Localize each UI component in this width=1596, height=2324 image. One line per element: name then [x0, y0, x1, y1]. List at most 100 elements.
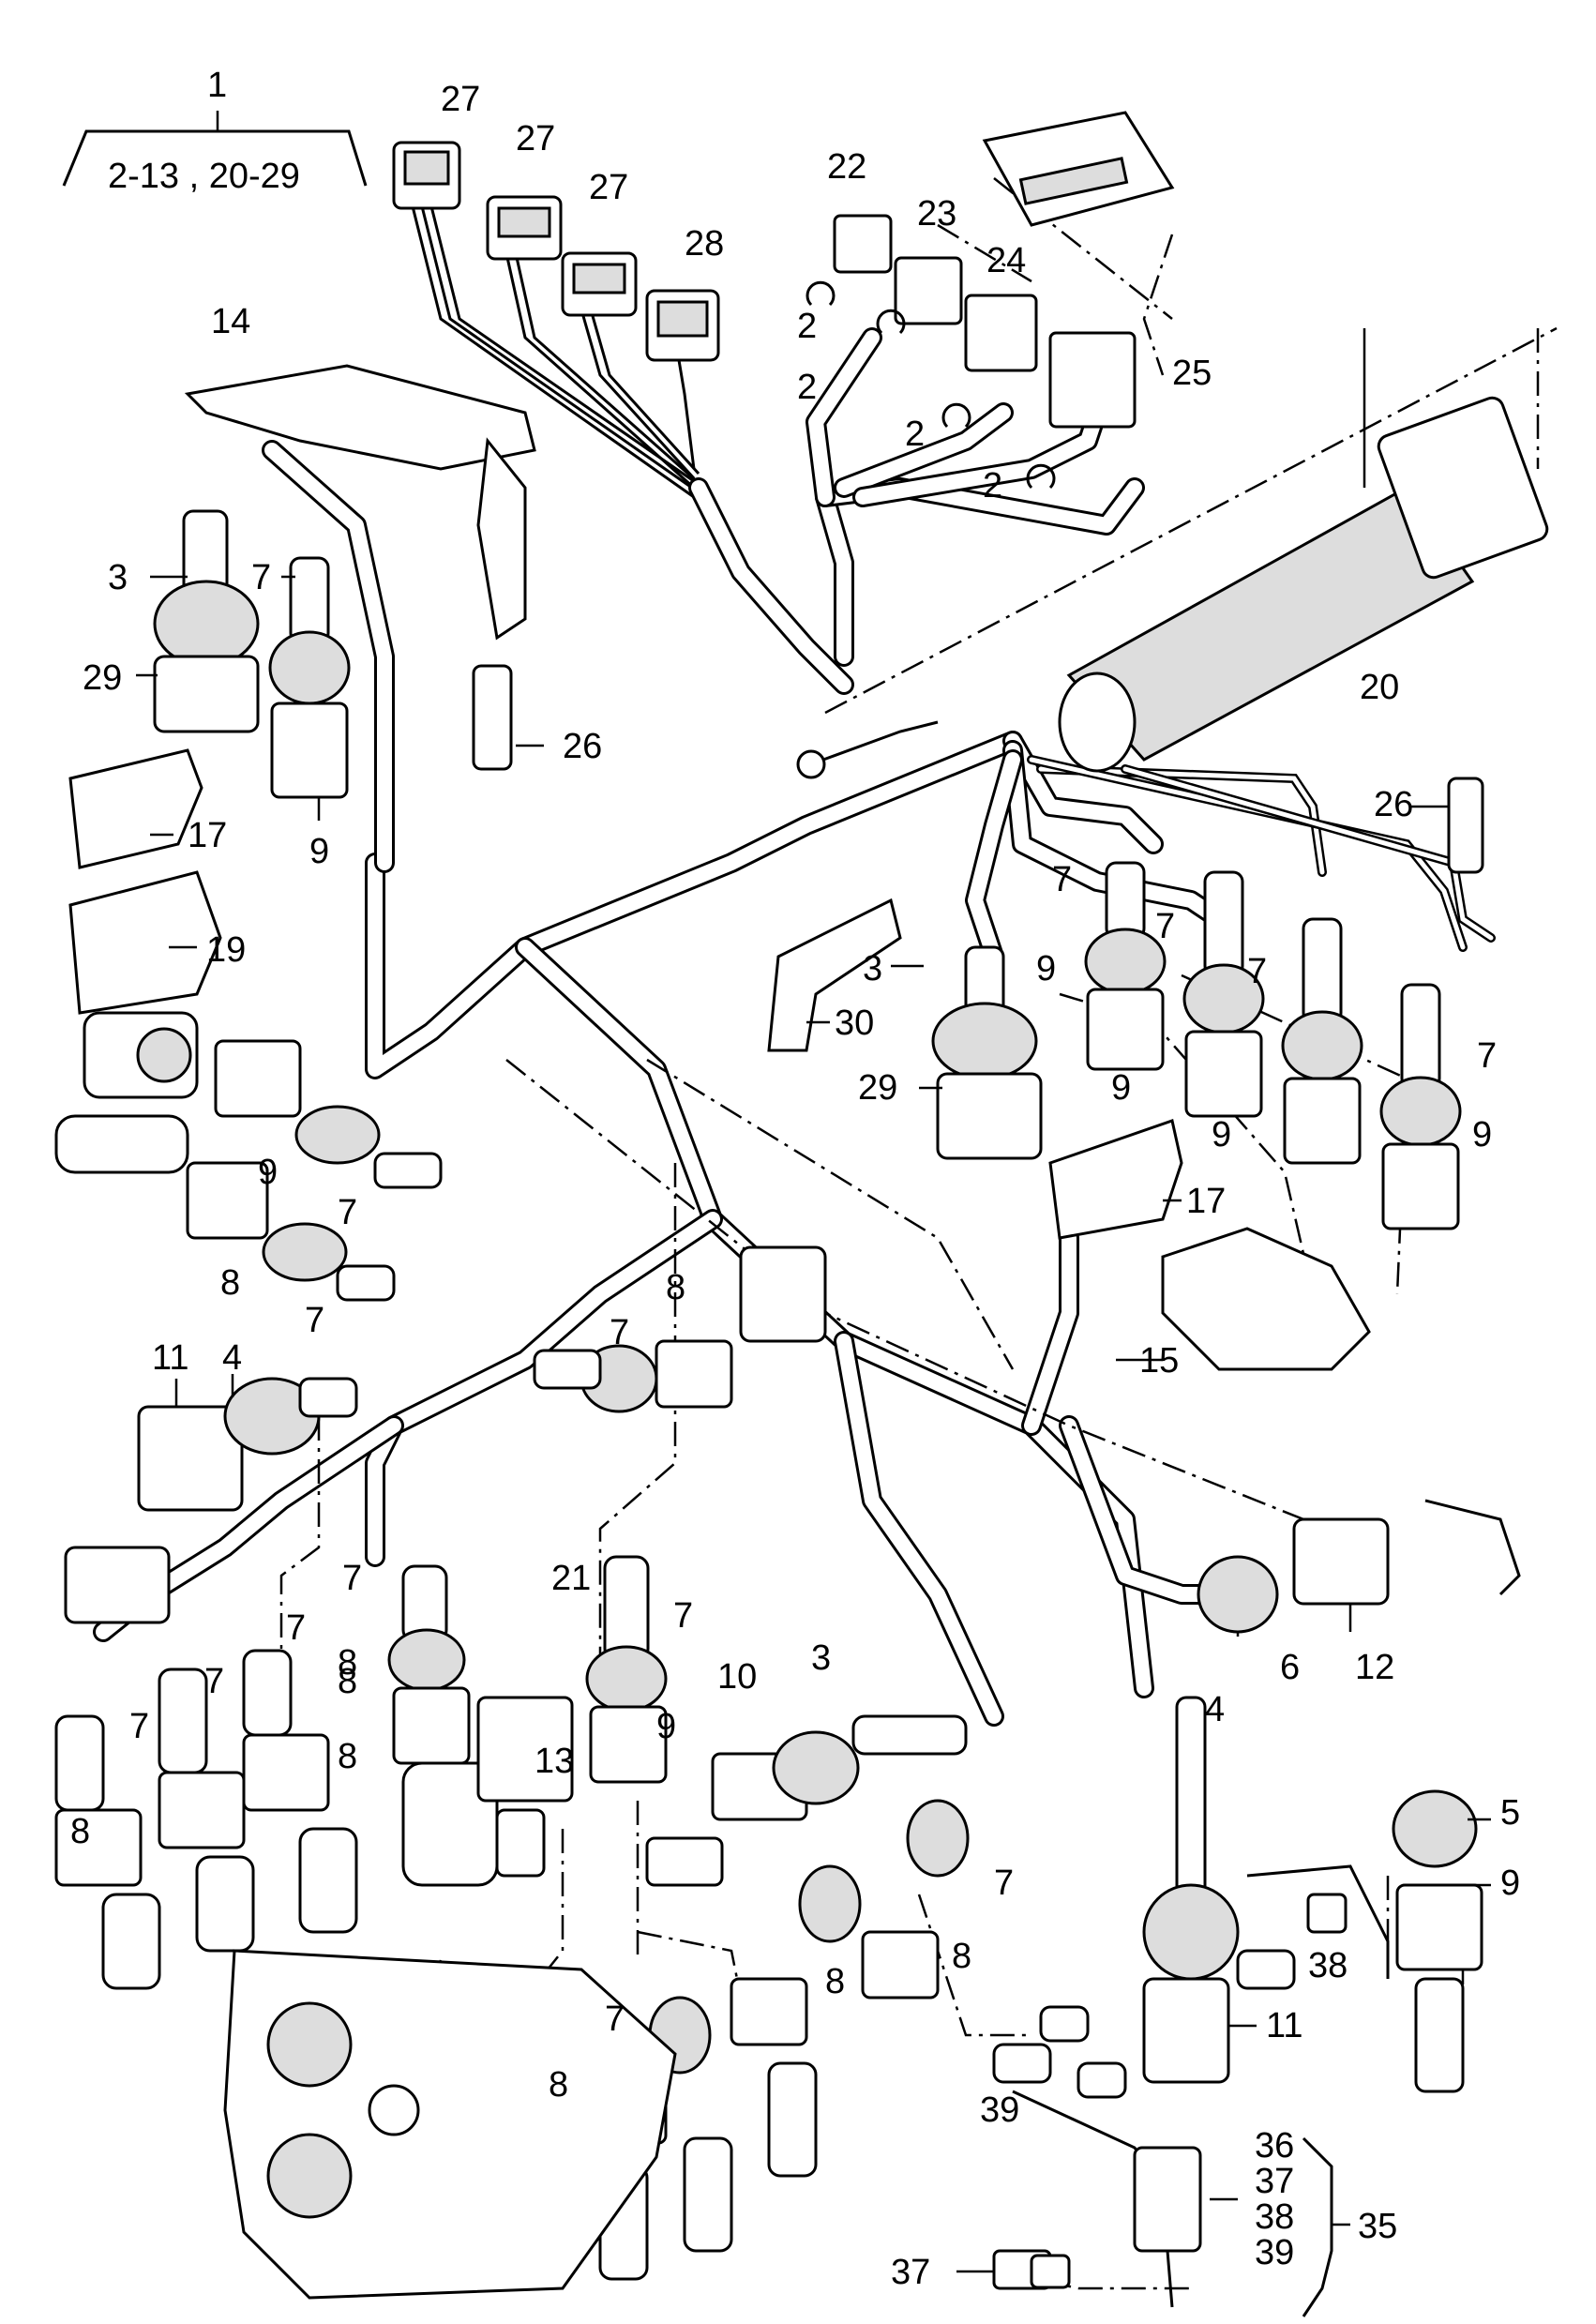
callout-29: 29: [858, 1068, 897, 1108]
connector-24: [964, 294, 1038, 372]
sensor-7-top: [268, 556, 351, 799]
connector-36: [1133, 2146, 1202, 2308]
callout-27: 27: [516, 119, 555, 158]
callout-26: 26: [1374, 785, 1413, 824]
callout-15: 15: [1139, 1341, 1179, 1381]
callout-8: 8: [220, 1263, 240, 1303]
callout-7: 7: [1477, 1036, 1497, 1076]
cover-17-right: [1048, 1119, 1183, 1240]
connector-27-a: [392, 141, 461, 210]
connector-27-b: [486, 195, 563, 261]
cover-19: [68, 870, 222, 1015]
callout-2: 2: [983, 466, 1002, 506]
callout-8: 8: [70, 1812, 90, 1851]
callout-21: 21: [551, 1559, 591, 1598]
engine-block: [223, 1949, 677, 2300]
sensor-7-right-c: [1281, 917, 1363, 1165]
callout-14: 14: [211, 302, 250, 341]
callout-7: 7: [338, 1193, 357, 1232]
callout-25: 25: [1172, 354, 1212, 393]
callout-29: 29: [83, 658, 122, 698]
sensor-3-right: [931, 945, 1043, 1160]
callout-9: 9: [1472, 1115, 1492, 1154]
throttle-sensor: [83, 1011, 199, 1099]
sensor-7-right-d: [1379, 983, 1462, 1230]
callout-7: 7: [305, 1301, 324, 1340]
callout-4: 4: [1205, 1690, 1225, 1729]
callout-38: 38: [1308, 1946, 1348, 1985]
callout-7: 7: [1247, 952, 1267, 991]
connector-12-6: [1197, 1499, 1521, 1634]
sensor-26-right: [1447, 777, 1484, 874]
callout-2: 2: [905, 415, 925, 454]
senders-38-39: [992, 1864, 1390, 2177]
callout-3: 3: [811, 1638, 831, 1678]
callout-8: 8: [338, 1662, 357, 1701]
callout-9: 9: [656, 1707, 676, 1746]
leader-lines: [136, 328, 1491, 2273]
valve-center-left: [387, 1564, 499, 1887]
callout-6: 6: [1280, 1648, 1300, 1687]
callout-17: 17: [188, 816, 227, 855]
callout-7: 7: [129, 1707, 149, 1746]
callout-5: 5: [1500, 1793, 1520, 1833]
control-unit: [982, 111, 1175, 227]
bracket-14: [184, 364, 536, 641]
callout-3: 3: [863, 949, 882, 988]
bracket-30: [767, 898, 902, 1052]
callout-13: 13: [535, 1742, 574, 1781]
switch-21-13: [476, 1696, 574, 1878]
callout-24: 24: [986, 241, 1026, 280]
callout-26: 26: [563, 727, 602, 766]
callout-11: 11: [152, 1338, 188, 1378]
connector-9-mid: [214, 1039, 443, 1189]
callout-9: 9: [258, 1153, 278, 1192]
callout-37: 37: [1255, 2162, 1294, 2201]
connector-27-c: [561, 251, 638, 317]
callout-37: 37: [891, 2253, 930, 2292]
callout-7: 7: [1155, 907, 1175, 946]
group-label: 1: [207, 66, 227, 105]
pressure-switch: [54, 1114, 189, 1174]
callout-7: 7: [994, 1864, 1014, 1903]
callout-3: 3: [108, 558, 128, 597]
callout-9: 9: [309, 832, 329, 871]
ring-terminal: [796, 720, 939, 779]
connector-37: [992, 2249, 1071, 2290]
callout-12: 12: [1355, 1648, 1394, 1687]
connector-25: [1048, 331, 1137, 429]
callout-7: 7: [673, 1596, 693, 1636]
right-branches: [965, 731, 1496, 967]
callout-8: 8: [338, 1643, 357, 1683]
group-range: 2-13 , 20-29: [108, 157, 300, 196]
relay-left: [64, 1546, 171, 1624]
callout-8: 8: [825, 1962, 845, 2001]
connector-8-mid: [186, 1161, 396, 1302]
callout-7: 7: [1052, 860, 1072, 899]
small-sensor: [645, 1836, 724, 1887]
sensor-7-right-b: [1182, 870, 1265, 1118]
callout-38: 38: [1255, 2197, 1294, 2237]
sensor-4-11: [1142, 1696, 1240, 2084]
connector-10-3: [711, 1714, 968, 1821]
sensor-7-right-a: [1084, 861, 1167, 1071]
connector-23: [894, 256, 963, 325]
sensor-26-top: [472, 664, 513, 771]
callout-36: 36: [1255, 2126, 1294, 2166]
callout-4: 4: [222, 1338, 242, 1378]
callout-9: 9: [1111, 1068, 1131, 1108]
bracket-35: [1302, 2136, 1350, 2317]
callout-labels: 1 2-13 , 20-29 27 27 27 28 22 23 24 25 2…: [70, 66, 1520, 2292]
group-bracket: [62, 111, 368, 187]
connector-28: [645, 289, 720, 362]
callout-7: 7: [610, 1313, 629, 1352]
callout-7: 7: [204, 1662, 224, 1701]
boot-20: [1058, 396, 1549, 773]
connector-22: [833, 214, 893, 274]
callout-39: 39: [980, 2090, 1019, 2130]
callout-8: 8: [338, 1737, 357, 1776]
callout-8: 8: [952, 1937, 971, 1976]
callout-23: 23: [917, 194, 956, 234]
callout-8: 8: [549, 2065, 568, 2105]
callout-2: 2: [797, 307, 817, 346]
